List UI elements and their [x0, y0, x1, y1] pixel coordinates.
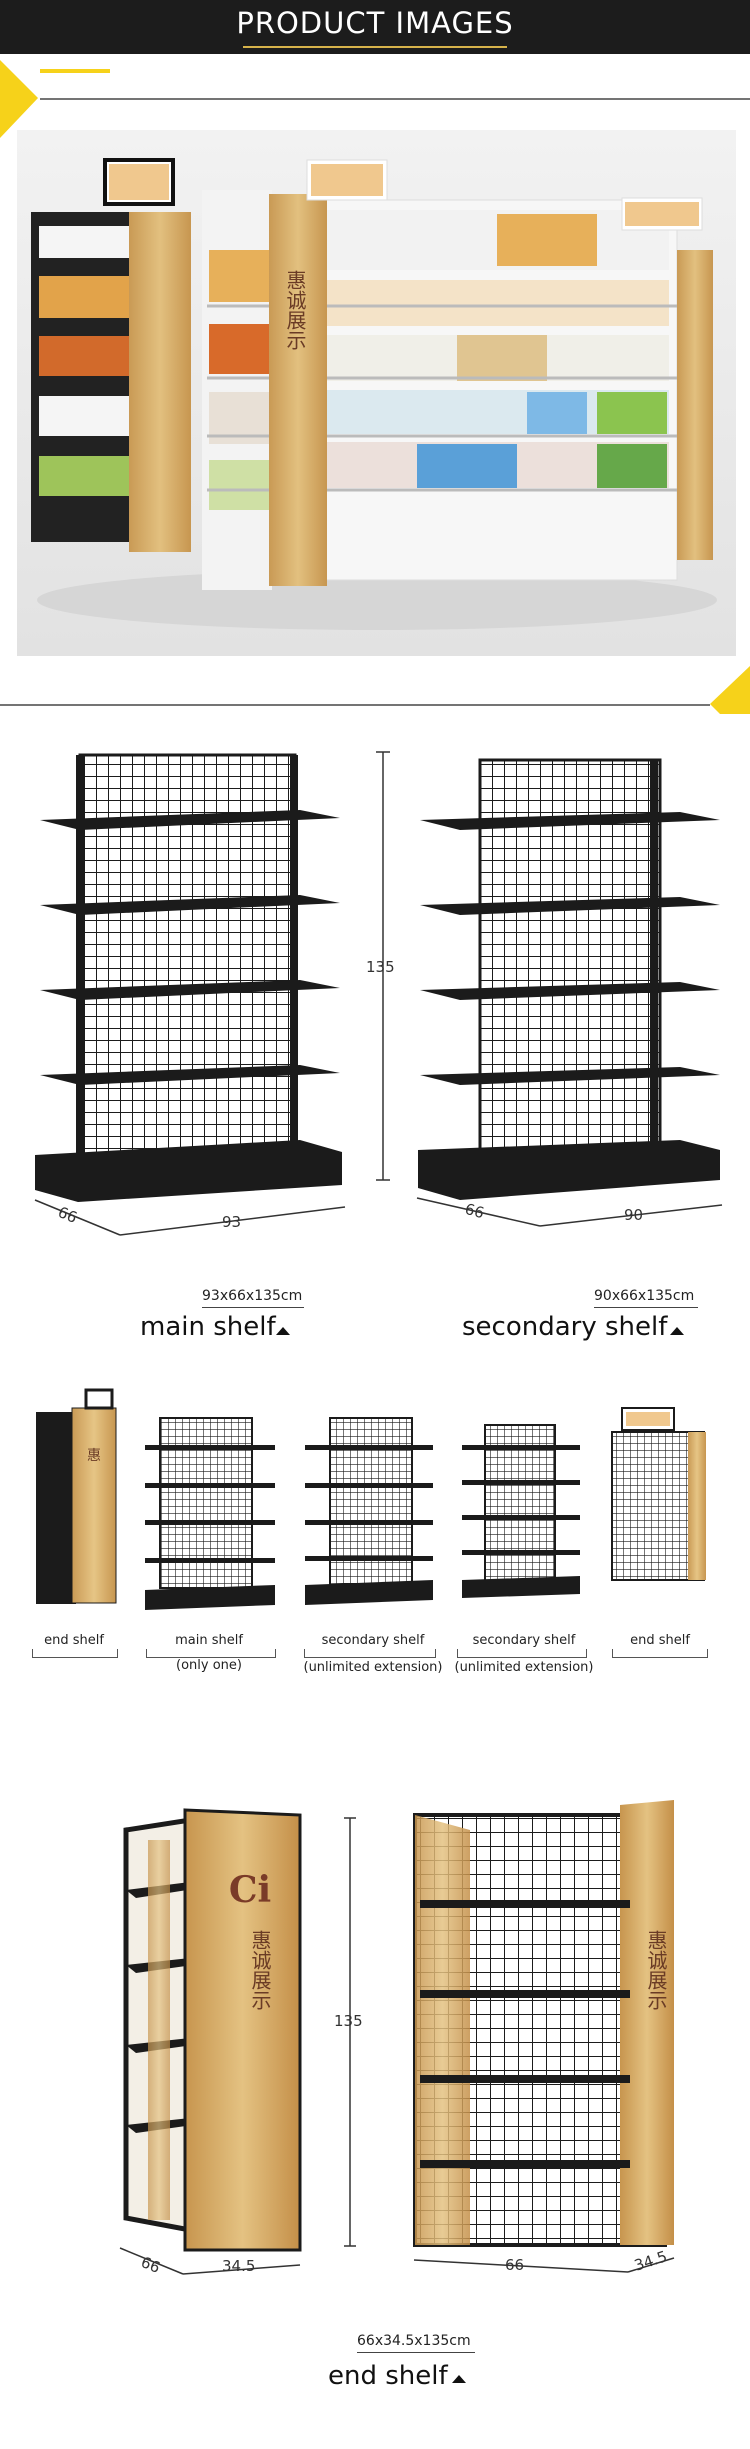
- header-bar: PRODUCT IMAGES: [0, 0, 750, 54]
- end-shelf-left-drawing: Ci 惠诚展示: [123, 1808, 302, 2252]
- page-title: PRODUCT IMAGES: [236, 6, 514, 40]
- main-shelf-caption: main shelf: [140, 1312, 276, 1342]
- title-underline: [243, 46, 507, 48]
- main-shelf-size: 93x66x135cm: [202, 1288, 303, 1304]
- end-right-width-label: 66: [505, 2256, 525, 2274]
- product-photo: 惠诚展示: [17, 130, 736, 656]
- end-shelf-caption: end shelf: [328, 2361, 448, 2391]
- svg-text:惠诚展示: 惠诚展示: [283, 270, 307, 350]
- left-triangle-decor: [0, 60, 38, 138]
- end-height-label: 135: [334, 2012, 363, 2030]
- caret-up-icon: [276, 1327, 290, 1335]
- lineup-label-end-shelf-2: end shelf: [630, 1633, 690, 1648]
- lineup-label-main-shelf: main shelf: [175, 1633, 243, 1648]
- accent-bar: [40, 69, 110, 73]
- caret-up-icon: [452, 2375, 466, 2383]
- caret-up-icon: [670, 1327, 684, 1335]
- secondary-shelf-size: 90x66x135cm: [594, 1288, 695, 1304]
- svg-text:惠诚展示: 惠诚展示: [644, 1930, 668, 2010]
- gondola-illustration: 惠诚展示: [31, 158, 717, 630]
- lineup-sub-secondary-1: (unlimited extension): [303, 1660, 443, 1675]
- lineup-label-end-shelf-1: end shelf: [44, 1633, 104, 1648]
- svg-text:惠诚展示: 惠诚展示: [248, 1930, 272, 2010]
- main-width-label: 93: [222, 1213, 242, 1231]
- lineup-label-secondary-shelf-1: secondary shelf: [321, 1633, 425, 1648]
- main-shelf-drawing: [35, 753, 342, 1202]
- lineup-sub-secondary-2: (unlimited extension): [454, 1660, 594, 1675]
- right-triangle-decor: [710, 666, 750, 714]
- end-shelf-drawings: Ci 惠诚展示 惠诚展示: [119, 1800, 675, 2275]
- top-decor: [0, 60, 750, 714]
- lineup-label-secondary-shelf-2: secondary shelf: [472, 1633, 576, 1648]
- secondary-width-label: 90: [624, 1206, 644, 1224]
- height-label-135: 135: [366, 958, 395, 976]
- secondary-shelf-drawing: [418, 758, 720, 1200]
- end-left-width-label: 34.5: [222, 2257, 256, 2275]
- shelf-lineup-drawings: 惠: [36, 1388, 706, 1610]
- lineup-sub-main-shelf: (only one): [176, 1658, 242, 1673]
- end-shelf-right-drawing: 惠诚展示: [413, 1800, 674, 2247]
- secondary-shelf-caption: secondary shelf: [462, 1312, 668, 1342]
- end-shelf-size: 66x34.5x135cm: [357, 2333, 471, 2349]
- svg-text:惠: 惠: [87, 1448, 101, 1464]
- svg-text:Ci: Ci: [229, 1869, 271, 1911]
- dimension-drawings: [34, 751, 723, 1236]
